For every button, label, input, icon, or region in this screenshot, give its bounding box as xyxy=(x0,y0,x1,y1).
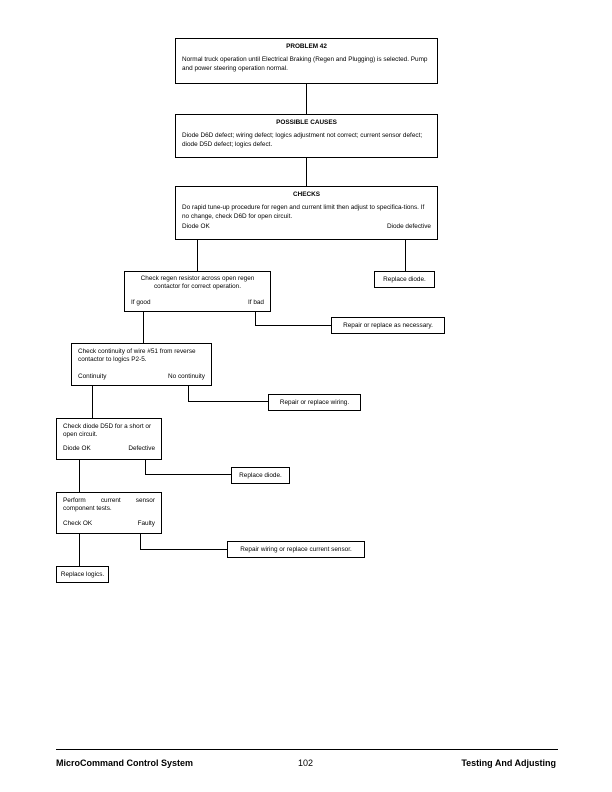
causes-box: POSSIBLE CAUSES Diode D6D defect; wiring… xyxy=(175,114,438,158)
causes-text: Diode D6D defect; wiring defect; logics … xyxy=(182,132,423,148)
wire-continuity-check-text: Check continuity of wire #51 from revers… xyxy=(78,348,196,364)
checks-box: CHECKS Do rapid tune-up procedure for re… xyxy=(175,186,438,240)
footer-rule xyxy=(56,749,558,750)
step4-right-outcome: Faulty xyxy=(137,519,155,527)
connector-line xyxy=(188,401,268,402)
connector-line xyxy=(405,240,406,271)
regen-resistor-check-box: Check regen resistor across open regen c… xyxy=(124,271,271,312)
connector-line xyxy=(255,312,256,326)
connector-line xyxy=(140,534,141,550)
replace-diode-action: Replace diode. xyxy=(374,271,435,288)
repair-sensor-action: Repair wiring or replace current sensor. xyxy=(227,541,365,558)
current-sensor-test-text: Perform current sensor component tests. xyxy=(63,497,155,513)
replace-logics-action: Replace logics. xyxy=(56,566,109,583)
connector-line xyxy=(306,158,307,186)
connector-line xyxy=(79,534,80,566)
checks-right-outcome: Diode defective xyxy=(386,222,431,230)
step1-left-outcome: If good xyxy=(131,298,151,306)
checks-title: CHECKS xyxy=(293,191,320,198)
connector-line xyxy=(197,240,198,271)
step1-right-outcome: If bad xyxy=(248,298,264,306)
connector-line xyxy=(79,460,80,492)
checks-left-outcome: Diode OK xyxy=(182,222,210,230)
current-sensor-test-box: Perform current sensor component tests. … xyxy=(56,492,162,534)
footer-left: MicroCommand Control System xyxy=(56,758,194,768)
connector-line xyxy=(306,84,307,114)
checks-text: Do rapid tune-up procedure for regen and… xyxy=(182,204,425,220)
diode-d5d-check-text: Check diode D5D for a short or open circ… xyxy=(63,423,152,439)
connector-line xyxy=(188,386,189,402)
connector-line xyxy=(145,460,146,475)
step3-right-outcome: Defective xyxy=(128,444,155,452)
causes-title: POSSIBLE CAUSES xyxy=(276,119,337,126)
problem-text: Normal truck operation until Electrical … xyxy=(182,56,428,72)
regen-resistor-check-text: Check regen resistor across open regen c… xyxy=(140,275,255,291)
replace-diode-action-2: Replace diode. xyxy=(231,467,290,484)
diode-d5d-check-box: Check diode D5D for a short or open circ… xyxy=(56,418,162,460)
problem-title: PROBLEM 42 xyxy=(286,43,327,50)
problem-box: PROBLEM 42 Normal truck operation until … xyxy=(175,38,438,84)
connector-line xyxy=(255,325,331,326)
connector-line xyxy=(140,549,227,550)
step3-left-outcome: Diode OK xyxy=(63,444,91,452)
step2-left-outcome: Continuity xyxy=(78,372,107,380)
repair-replace-action: Repair or replace as necessary. xyxy=(331,317,445,334)
wire-continuity-check-box: Check continuity of wire #51 from revers… xyxy=(71,343,212,386)
connector-line xyxy=(145,474,231,475)
footer-right: Testing And Adjusting xyxy=(461,758,556,768)
connector-line xyxy=(92,386,93,418)
step2-right-outcome: No continuity xyxy=(168,372,205,380)
page-number: 102 xyxy=(298,758,314,768)
step4-left-outcome: Check OK xyxy=(63,519,93,527)
repair-wiring-action: Repair or replace wiring. xyxy=(268,394,361,411)
connector-line xyxy=(143,312,144,343)
